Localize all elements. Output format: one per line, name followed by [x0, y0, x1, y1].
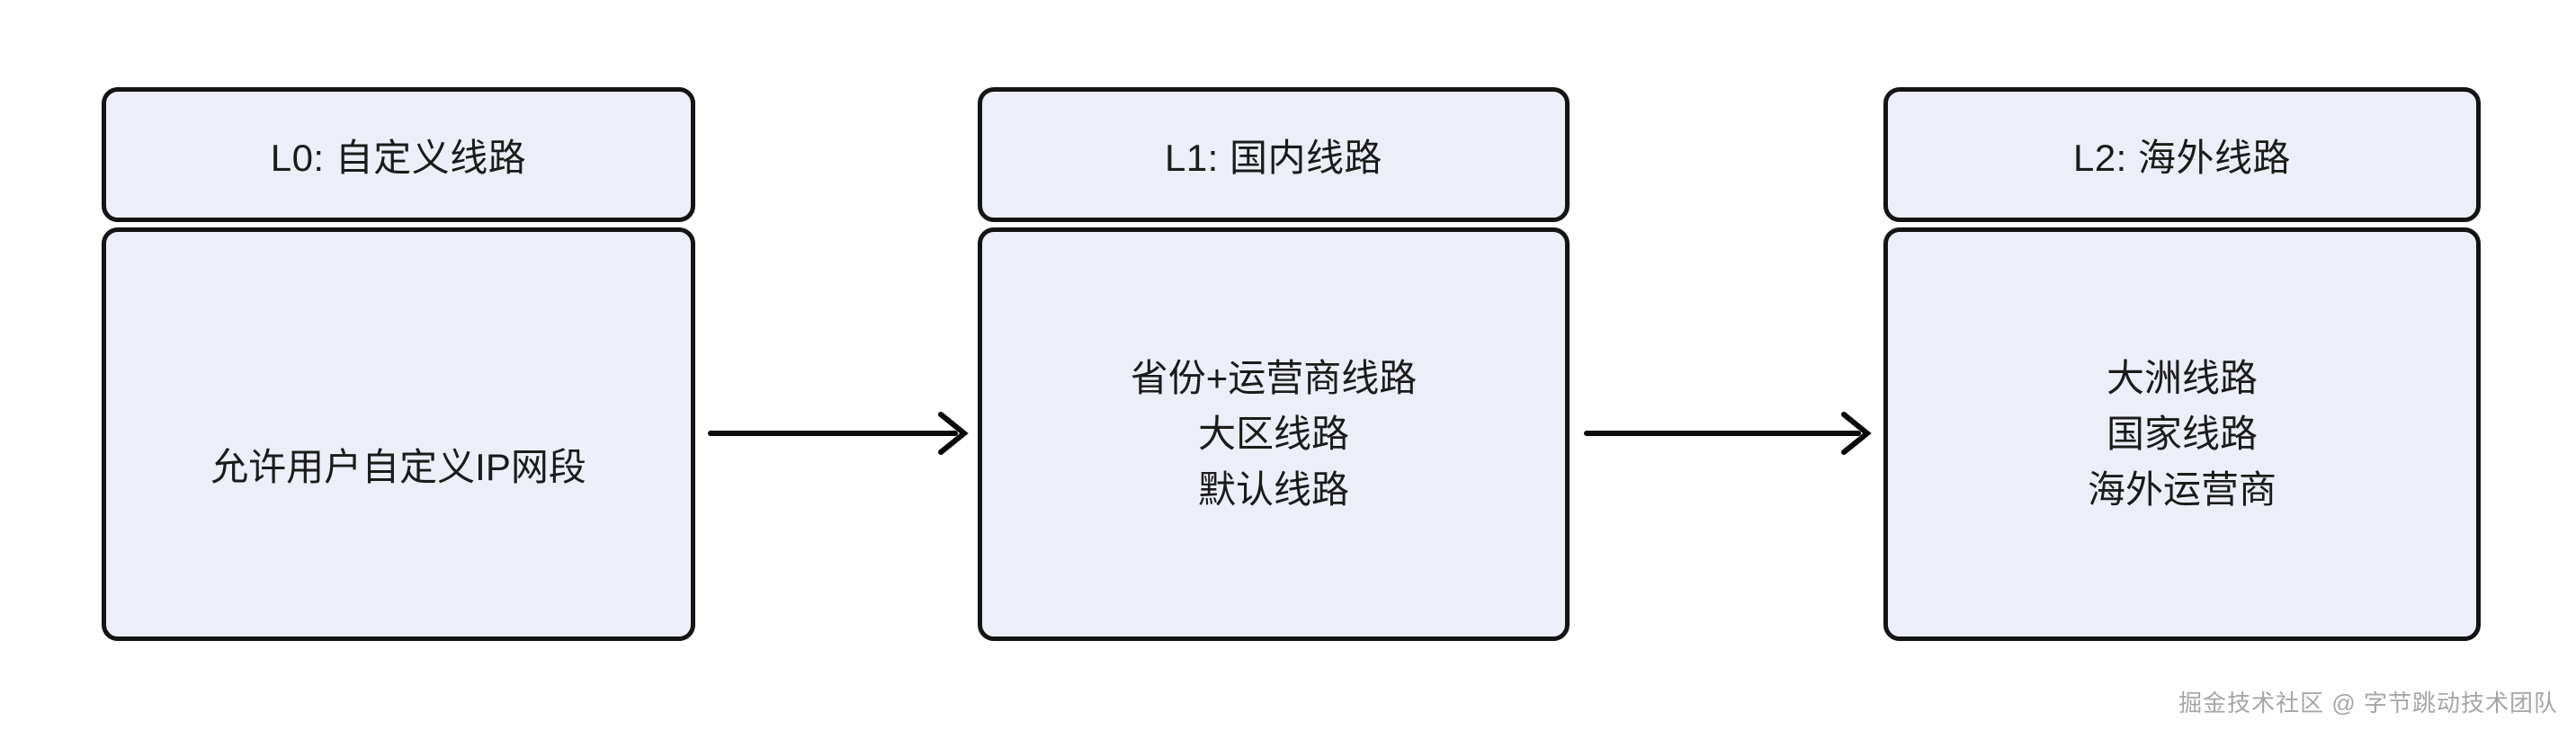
node-l0-body-line: 允许用户自定义IP网段	[210, 446, 586, 488]
node-l1-header-label: L1: 国内线路	[1164, 136, 1383, 179]
node-l2-body-line: 大洲线路	[2106, 357, 2258, 399]
node-l0-body: 允许用户自定义IP网段	[102, 227, 695, 641]
node-l2-header-label: L2: 海外线路	[2072, 136, 2292, 179]
node-l2-body: 大洲线路 国家线路 海外运营商	[1883, 227, 2481, 641]
node-l2-header: L2: 海外线路	[1883, 87, 2481, 222]
arrow-l1-to-l2-icon	[1584, 412, 1872, 455]
node-l1-body: 省份+运营商线路 大区线路 默认线路	[978, 227, 1570, 641]
node-l1-header: L1: 国内线路	[978, 87, 1570, 222]
node-l1-body-line: 默认线路	[1197, 468, 1349, 511]
node-l2-body-line: 海外运营商	[2087, 468, 2276, 511]
node-l1-body-line: 大区线路	[1197, 413, 1349, 455]
node-l0-header: L0: 自定义线路	[102, 87, 695, 222]
node-l1-body-line: 省份+运营商线路	[1130, 357, 1418, 399]
watermark: 掘金技术社区 @ 字节跳动技术团队	[2178, 690, 2558, 717]
node-l0-header-label: L0: 自定义线路	[270, 136, 527, 179]
arrow-l0-to-l1-icon	[708, 412, 969, 455]
node-l2-body-line: 国家线路	[2106, 413, 2258, 455]
